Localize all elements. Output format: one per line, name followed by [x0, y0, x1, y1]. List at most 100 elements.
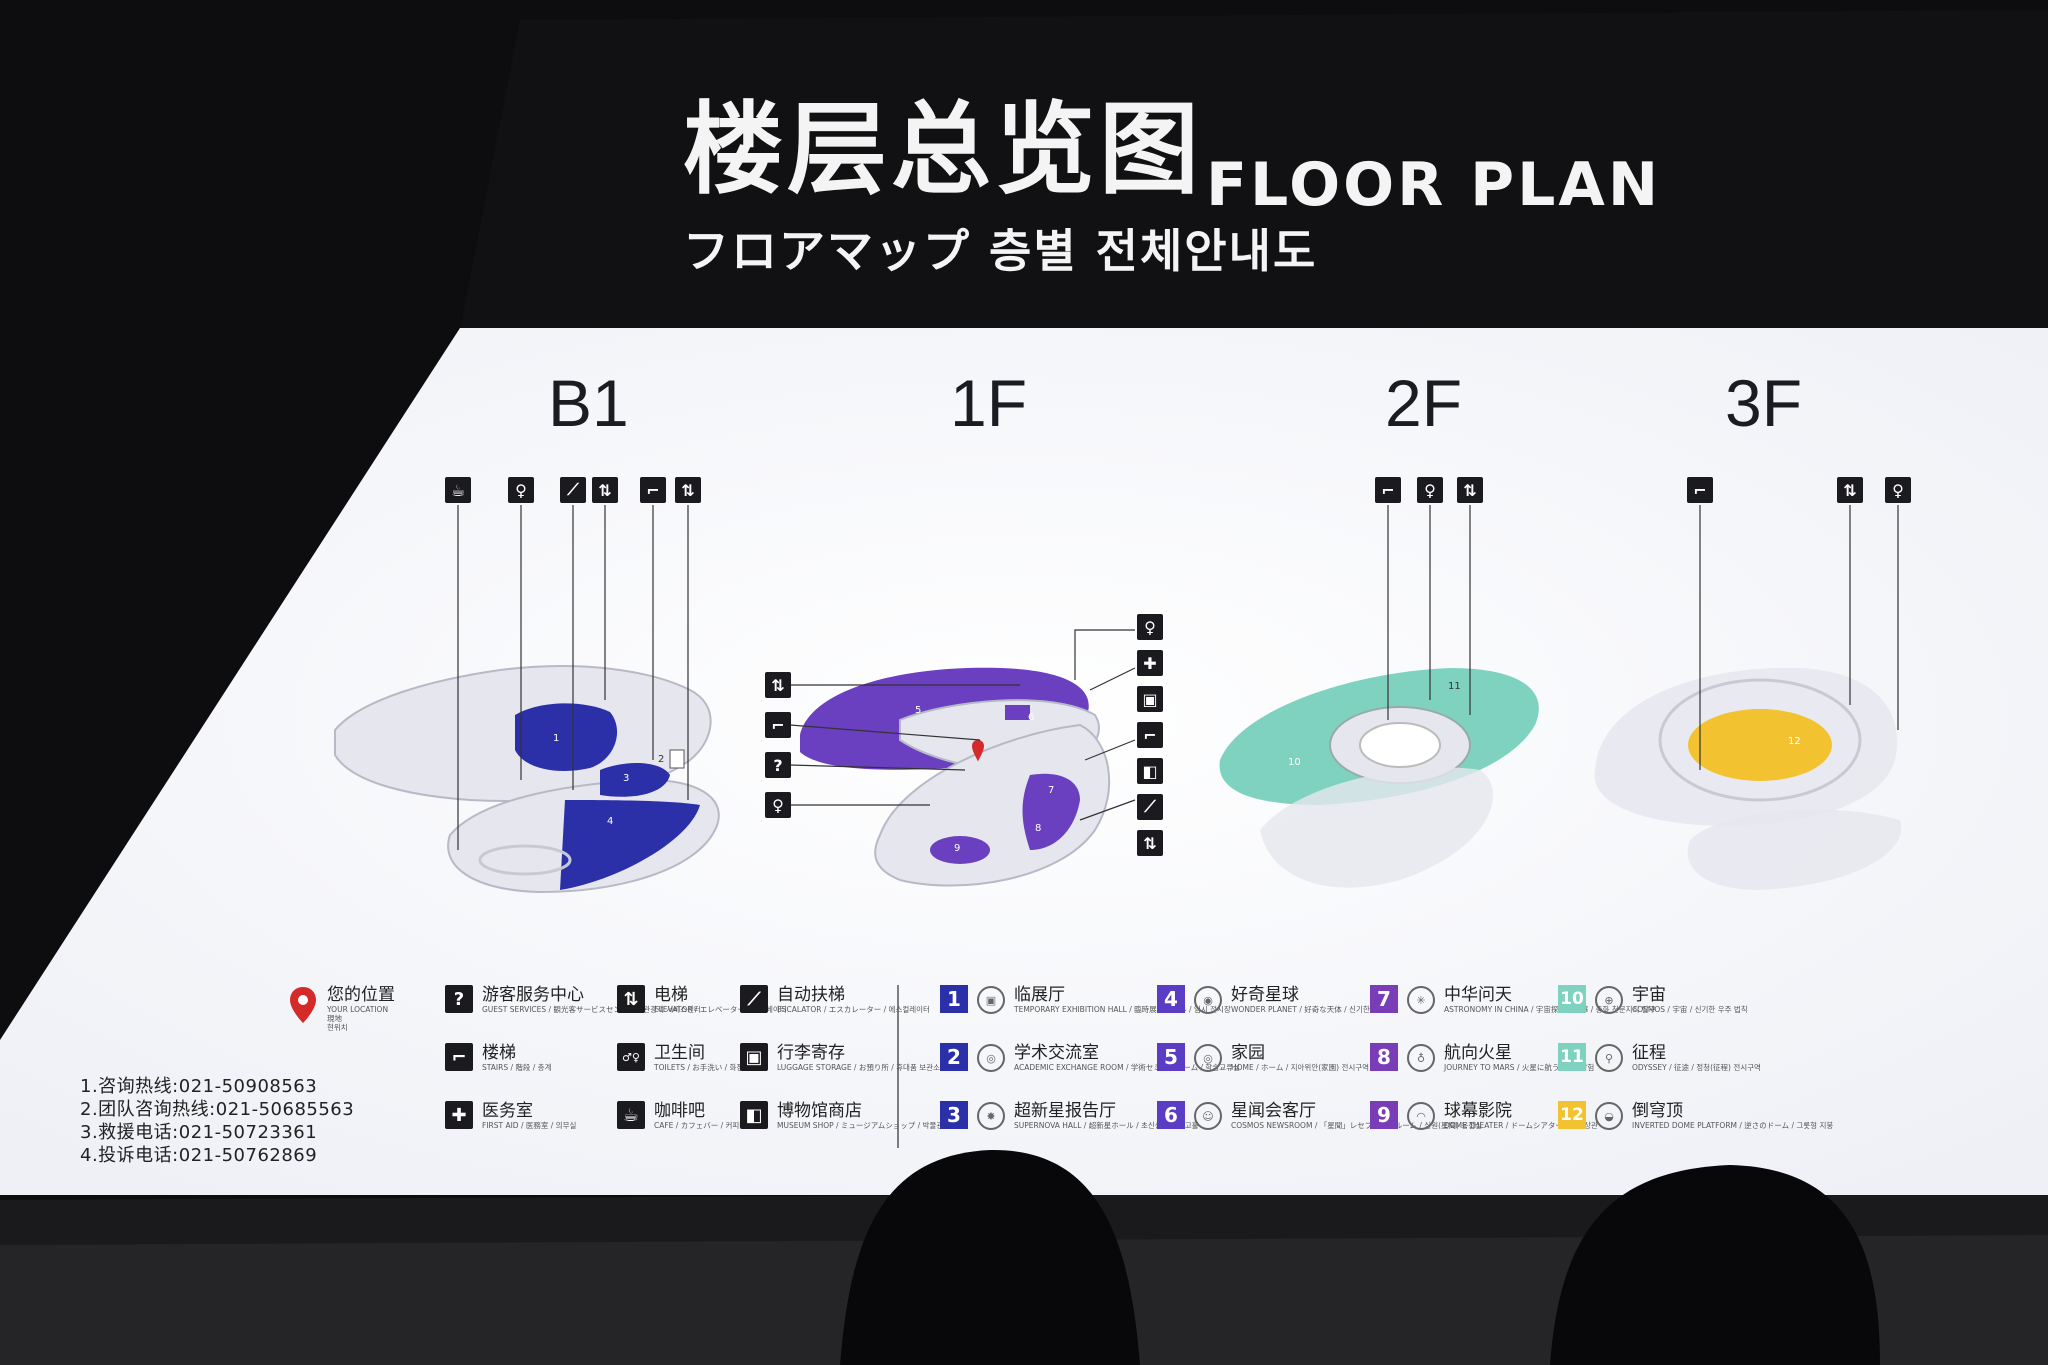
luggage-icon: ▣: [740, 1043, 768, 1071]
toilets-icon: ♀: [1137, 614, 1163, 640]
hotline-4: 4.投诉电话:021-50762869: [80, 1145, 318, 1166]
zone-number: 9: [954, 843, 961, 854]
hall-number: 3: [940, 1101, 968, 1129]
zone-number: 5: [915, 705, 922, 716]
first-aid-icon: ✚: [445, 1101, 473, 1129]
hall-icon: ◒: [1595, 1102, 1623, 1130]
legend-label: 游客服务中心: [482, 985, 584, 1005]
legend-label: 航向火星: [1444, 1043, 1512, 1063]
leader-lines: [457, 505, 1899, 850]
hotline-2: 2.团队咨询热线:021-50685563: [80, 1099, 355, 1120]
hotline-1: 1.咨询热线:021-50908563: [80, 1076, 318, 1097]
zone-number: 11: [1448, 681, 1461, 692]
legend-label: 星闻会客厅: [1231, 1101, 1316, 1121]
hall-icon: ☺: [1194, 1102, 1222, 1130]
question-icon: ?: [765, 752, 791, 778]
zone-number: 4: [607, 816, 614, 827]
toilets-icon: ♀: [765, 792, 791, 818]
legend-sublabel: DOME THEATER / ドームシアター / 돔영상관: [1444, 1121, 1598, 1130]
hall-number: 4: [1157, 985, 1185, 1013]
elevator-icon: ⇅: [1137, 830, 1163, 856]
hall-icon: ⚲: [1595, 1044, 1623, 1072]
zone-number: 8: [1035, 823, 1042, 834]
legend-label: 学术交流室: [1014, 1043, 1099, 1063]
legend-label: 楼梯: [482, 1043, 516, 1063]
legend-label: 中华问天: [1444, 985, 1512, 1005]
shop-icon: ◧: [1137, 758, 1163, 784]
legend-label: 好奇星球: [1231, 985, 1299, 1005]
luggage-icon: ▣: [1137, 686, 1163, 712]
you-are-here-kr: 현위치: [327, 1023, 348, 1032]
hall-icon: ⊕: [1595, 986, 1623, 1014]
toilets-icon: ♂♀: [617, 1043, 645, 1071]
cafe-icon: ☕: [617, 1101, 645, 1129]
legend-label: 临展厅: [1014, 985, 1065, 1005]
legend-sublabel: FIRST AID / 医務室 / 의무실: [482, 1121, 577, 1130]
legend-sublabel: SUPERNOVA HALL / 超新星ホール / 초신성 학술보고홀: [1014, 1121, 1199, 1130]
legend-sublabel: COSMOS NEWSROOM / 「星聞」レセプションルーム / 싱원(星聞)…: [1231, 1121, 1483, 1130]
legend-label: 倒穹顶: [1632, 1101, 1683, 1121]
hall-number: 12: [1558, 1101, 1586, 1129]
legend-sublabel: GUEST SERVICES / 観光客サービスセンター / 관광객 서비스센터: [482, 1005, 701, 1014]
question-icon: ?: [445, 985, 473, 1013]
f1-map: [800, 667, 1111, 887]
cafe-icon: ☕: [445, 477, 471, 503]
floor-label-2f: 2F: [1385, 366, 1463, 440]
legend-label: 宇宙: [1632, 985, 1666, 1005]
floor-label-1f: 1F: [950, 366, 1028, 440]
escalator-icon: ⟋: [740, 985, 768, 1013]
visitor-silhouette-left: [840, 1149, 1140, 1365]
hall-icon: ◎: [977, 1044, 1005, 1072]
you-are-here-cn: 您的位置: [327, 985, 395, 1005]
legend-sublabel: MUSEUM SHOP / ミュージアムショップ / 박물관 매장: [777, 1121, 960, 1130]
shop-icon: ◧: [740, 1101, 768, 1129]
hall-number: 9: [1370, 1101, 1398, 1129]
stairs-icon: ⌐: [765, 712, 791, 738]
legend-sublabel: ODYSSEY / 征途 / 정청(征程) 전시구역: [1632, 1063, 1761, 1072]
stairs-icon: ⌐: [1137, 722, 1163, 748]
title-english: FLOOR PLAN: [1206, 150, 1662, 220]
elevator-icon: ⇅: [1457, 477, 1483, 503]
legend-sublabel: LUGGAGE STORAGE / お預り所 / 휴대품 보관소: [777, 1063, 940, 1072]
legend-sublabel: TOILETS / お手洗い / 화장실: [654, 1063, 751, 1072]
toilets-icon: ♀: [508, 477, 534, 503]
hall-icon: ◠: [1407, 1102, 1435, 1130]
legend-label: 电梯: [654, 985, 688, 1005]
zone-number: 1: [553, 733, 560, 744]
elevator-icon: ⇅: [765, 672, 791, 698]
legend-you-are-here: 您的位置 YOUR LOCATION 現地 현위치: [288, 985, 395, 1032]
hall-icon: ▣: [977, 986, 1005, 1014]
hall-number: 6: [1157, 1101, 1185, 1129]
zone-number: 10: [1288, 757, 1301, 768]
elevator-icon: ⇅: [675, 477, 701, 503]
legend-label: 家园: [1231, 1043, 1265, 1063]
legend-sublabel: JOURNEY TO MARS / 火星に航う / 화성탐험: [1444, 1063, 1595, 1072]
legend-label: 超新星报告厅: [1014, 1101, 1116, 1121]
hall-icon: ♁: [1407, 1044, 1435, 1072]
hall-number: 8: [1370, 1043, 1398, 1071]
floor-label-3f: 3F: [1725, 366, 1803, 440]
f2-map: [1219, 668, 1539, 888]
you-are-here-en: YOUR LOCATION: [327, 1005, 389, 1014]
legend-label: 卫生间: [654, 1043, 705, 1063]
stairs-icon: ⌐: [640, 477, 666, 503]
hall-number: 5: [1157, 1043, 1185, 1071]
title-japanese-korean: フロアマップ 층별 전체안내도: [683, 224, 1318, 278]
toilets-icon: ♀: [1885, 477, 1911, 503]
hall-icon: ✸: [977, 1102, 1005, 1130]
escalator-icon: ⟋: [1137, 794, 1163, 820]
hall-icon: ◎: [1194, 1044, 1222, 1072]
legend-label: 医务室: [482, 1101, 533, 1121]
elevator-icon: ⇅: [617, 985, 645, 1013]
